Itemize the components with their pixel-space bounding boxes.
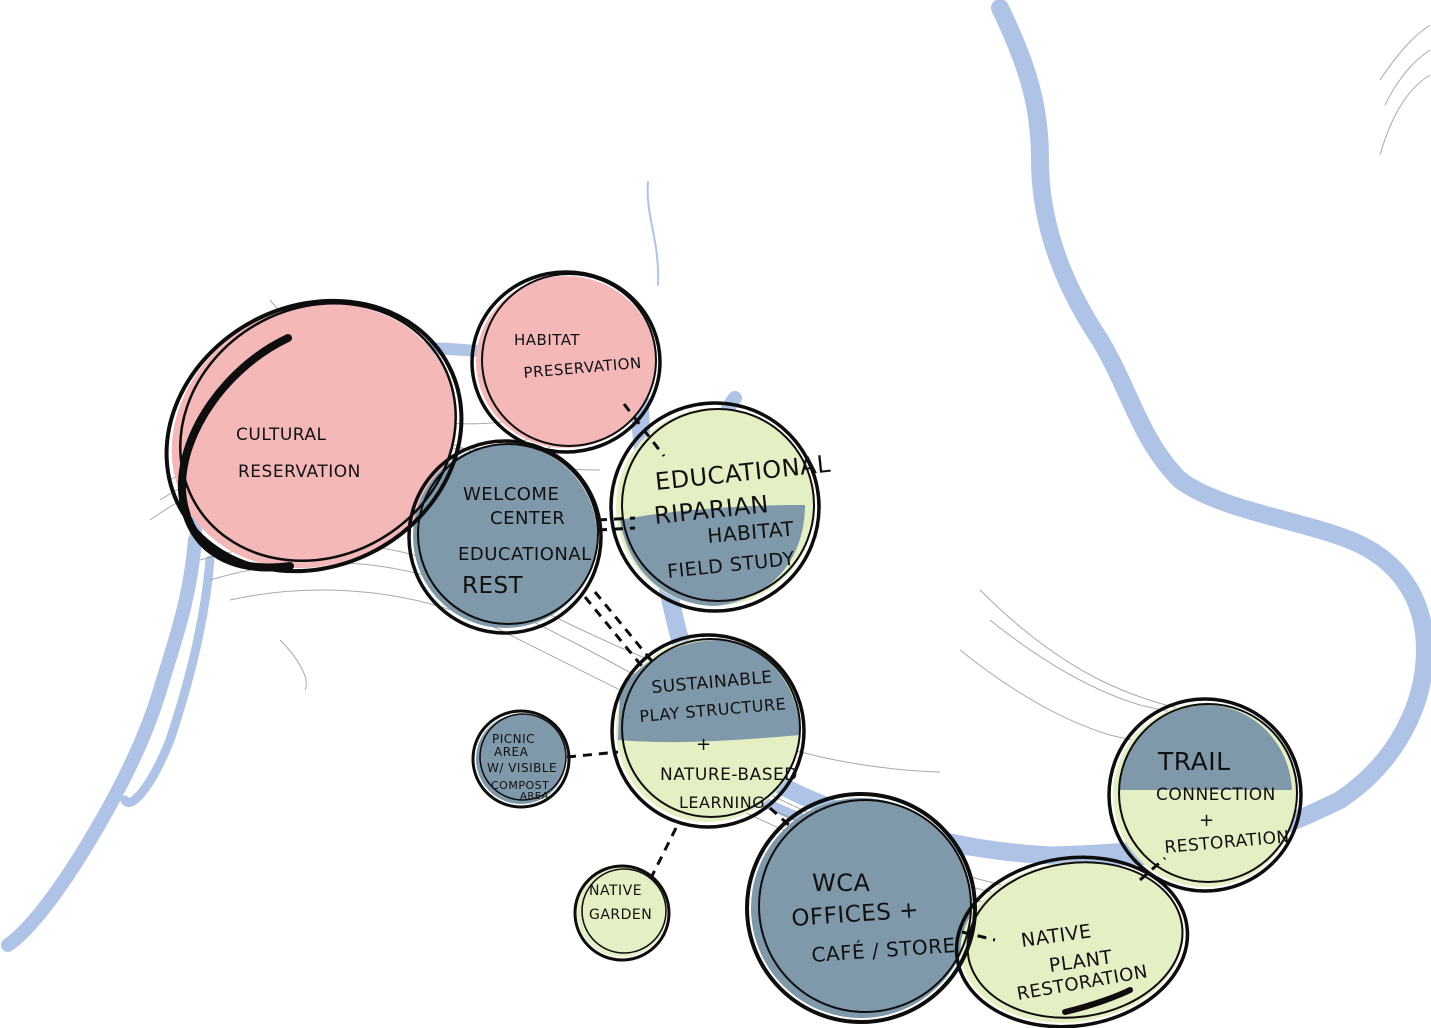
svg-text:W/ VISIBLE: W/ VISIBLE <box>487 761 557 775</box>
svg-text:NATURE-BASED: NATURE-BASED <box>660 765 798 785</box>
bubble-fills <box>171 276 1297 1023</box>
svg-text:CENTER: CENTER <box>490 508 565 529</box>
svg-text:+: + <box>696 734 712 755</box>
svg-text:PICNIC: PICNIC <box>492 732 535 746</box>
svg-text:NATIVE: NATIVE <box>589 883 642 899</box>
svg-text:RESERVATION: RESERVATION <box>238 462 361 482</box>
connectors <box>566 403 1166 942</box>
svg-text:AREA: AREA <box>494 745 529 759</box>
svg-text:CONNECTION: CONNECTION <box>1156 785 1276 805</box>
svg-text:HABITAT: HABITAT <box>514 331 580 349</box>
svg-text:WCA: WCA <box>812 869 870 897</box>
svg-text:+: + <box>1199 810 1215 831</box>
svg-text:GARDEN: GARDEN <box>589 907 652 923</box>
svg-text:AREA: AREA <box>520 791 549 802</box>
svg-text:EDUCATIONAL: EDUCATIONAL <box>458 544 592 565</box>
bubble-outlines <box>164 270 1303 1028</box>
cultural-reservation-label: CULTURAL RESERVATION <box>236 425 361 482</box>
trail-connection-label: TRAIL CONNECTION + RESTORATION <box>1156 747 1291 858</box>
svg-text:WELCOME: WELCOME <box>463 484 559 505</box>
svg-text:COMPOST: COMPOST <box>491 779 549 792</box>
welcome-center-label: WELCOME CENTER EDUCATIONAL REST <box>458 484 592 599</box>
svg-text:REST: REST <box>462 573 524 599</box>
native-garden-label: NATIVE GARDEN <box>589 883 652 923</box>
picnic-area-label: PICNIC AREA W/ VISIBLE COMPOST AREA <box>487 732 557 802</box>
svg-text:LEARNING: LEARNING <box>679 793 765 812</box>
svg-text:TRAIL: TRAIL <box>1157 747 1231 776</box>
svg-text:CULTURAL: CULTURAL <box>236 425 327 445</box>
